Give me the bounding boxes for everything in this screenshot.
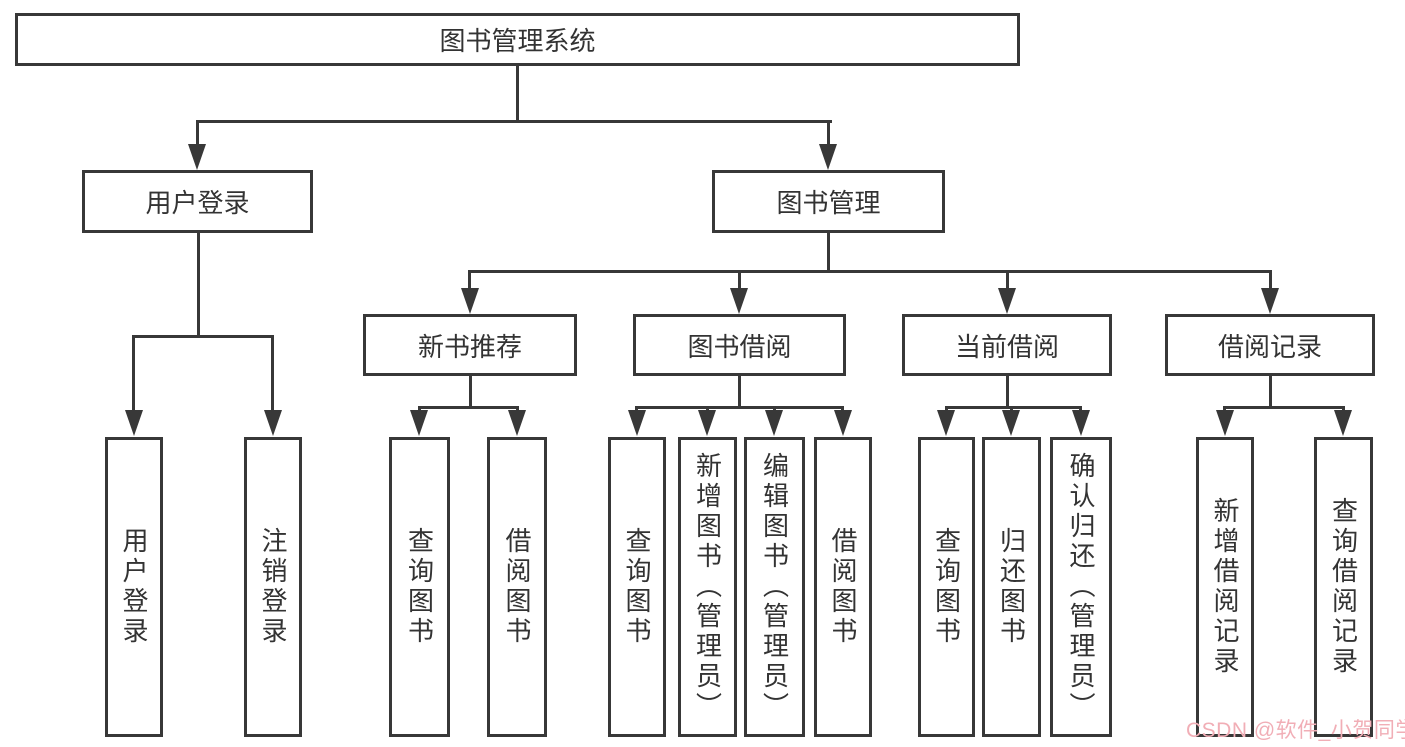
connector-line bbox=[468, 270, 1272, 273]
connector-line bbox=[1006, 376, 1009, 408]
leaf-add-borrow-record: 新增借阅记录 bbox=[1196, 437, 1254, 737]
leaf-logout: 注销登录 bbox=[244, 437, 302, 737]
leaf-user-login: 用户登录 bbox=[105, 437, 163, 737]
leaf-query-borrow-record: 查询借阅记录 bbox=[1314, 437, 1373, 737]
leaf-label: 查询借阅记录 bbox=[1328, 497, 1359, 677]
node-book-management: 图书管理 bbox=[712, 170, 945, 233]
arrowhead-icon bbox=[508, 410, 526, 436]
leaf-confirm-return-admin: 确认归还（管理员） bbox=[1050, 437, 1112, 737]
connector-line bbox=[468, 270, 471, 290]
arrowhead-icon bbox=[1261, 288, 1279, 314]
leaf-return-books: 归还图书 bbox=[982, 437, 1041, 737]
leaf-label: 借阅图书 bbox=[502, 527, 532, 647]
connector-line bbox=[196, 120, 832, 123]
csdn-watermark: CSDN @软件_小贺同学 bbox=[1186, 719, 1405, 742]
node-label: 当前借阅 bbox=[954, 331, 1059, 362]
leaf-label: 用户登录 bbox=[119, 527, 149, 647]
connector-line bbox=[469, 376, 472, 408]
connector-line bbox=[418, 406, 519, 409]
connector-line bbox=[132, 335, 135, 412]
node-user-login-branch: 用户登录 bbox=[82, 170, 313, 233]
arrowhead-icon bbox=[188, 144, 206, 170]
arrowhead-icon bbox=[1216, 410, 1234, 436]
leaf-label: 注销登录 bbox=[258, 527, 288, 647]
connector-line bbox=[1006, 270, 1009, 290]
connector-line bbox=[635, 406, 844, 409]
connector-line bbox=[827, 120, 830, 146]
node-new-book-recommend: 新书推荐 bbox=[363, 314, 577, 376]
node-book-borrowing: 图书借阅 bbox=[633, 314, 846, 376]
node-label: 图书管理系统 bbox=[439, 26, 596, 56]
arrowhead-icon bbox=[461, 288, 479, 314]
node-label: 借阅记录 bbox=[1217, 331, 1322, 362]
arrowhead-icon bbox=[1002, 410, 1020, 436]
arrowhead-icon bbox=[937, 410, 955, 436]
leaf-add-books-admin: 新增图书（管理员） bbox=[678, 437, 737, 737]
leaf-borrow-books: 借阅图书 bbox=[814, 437, 872, 737]
arrowhead-icon bbox=[125, 410, 143, 436]
arrowhead-icon bbox=[998, 288, 1016, 314]
connector-line bbox=[271, 335, 274, 412]
connector-line bbox=[1269, 376, 1272, 408]
arrowhead-icon bbox=[819, 144, 837, 170]
arrowhead-icon bbox=[1072, 410, 1090, 436]
connector-line bbox=[197, 233, 200, 335]
leaf-borrow-books-recommend: 借阅图书 bbox=[487, 437, 547, 737]
leaf-label: 归还图书 bbox=[996, 527, 1027, 647]
arrowhead-icon bbox=[628, 410, 646, 436]
arrowhead-icon bbox=[834, 410, 852, 436]
connector-line bbox=[1269, 270, 1272, 290]
leaf-label: 新增借阅记录 bbox=[1210, 497, 1240, 677]
leaf-label: 新增图书（管理员） bbox=[692, 452, 723, 722]
connector-line bbox=[827, 233, 830, 273]
leaf-query-books-current: 查询图书 bbox=[918, 437, 975, 737]
leaf-label: 查询图书 bbox=[622, 527, 652, 647]
leaf-label: 编辑图书（管理员） bbox=[759, 452, 790, 722]
node-current-borrowing: 当前借阅 bbox=[902, 314, 1112, 376]
leaf-label: 借阅图书 bbox=[828, 527, 858, 647]
node-label: 用户登录 bbox=[145, 188, 250, 218]
leaf-query-books-borrowing: 查询图书 bbox=[608, 437, 666, 737]
node-borrowing-records: 借阅记录 bbox=[1165, 314, 1375, 376]
leaf-edit-books-admin: 编辑图书（管理员） bbox=[744, 437, 805, 737]
arrowhead-icon bbox=[730, 288, 748, 314]
node-library-system: 图书管理系统 bbox=[15, 13, 1020, 66]
node-label: 图书管理 bbox=[776, 188, 881, 218]
arrowhead-icon bbox=[1334, 410, 1352, 436]
leaf-query-books-recommend: 查询图书 bbox=[389, 437, 450, 737]
connector-line bbox=[738, 270, 741, 290]
arrowhead-icon bbox=[765, 410, 783, 436]
connector-line bbox=[516, 66, 519, 120]
connector-line bbox=[196, 120, 199, 146]
leaf-label: 确认归还（管理员） bbox=[1066, 452, 1096, 722]
node-label: 新书推荐 bbox=[417, 331, 522, 362]
leaf-label: 查询图书 bbox=[931, 527, 962, 647]
arrowhead-icon bbox=[410, 410, 428, 436]
leaf-label: 查询图书 bbox=[404, 527, 435, 647]
connector-line bbox=[738, 376, 741, 408]
connector-line bbox=[1223, 406, 1344, 409]
connector-line bbox=[945, 406, 1082, 409]
connector-line bbox=[132, 335, 274, 338]
arrowhead-icon bbox=[264, 410, 282, 436]
arrowhead-icon bbox=[698, 410, 716, 436]
node-label: 图书借阅 bbox=[687, 331, 792, 362]
